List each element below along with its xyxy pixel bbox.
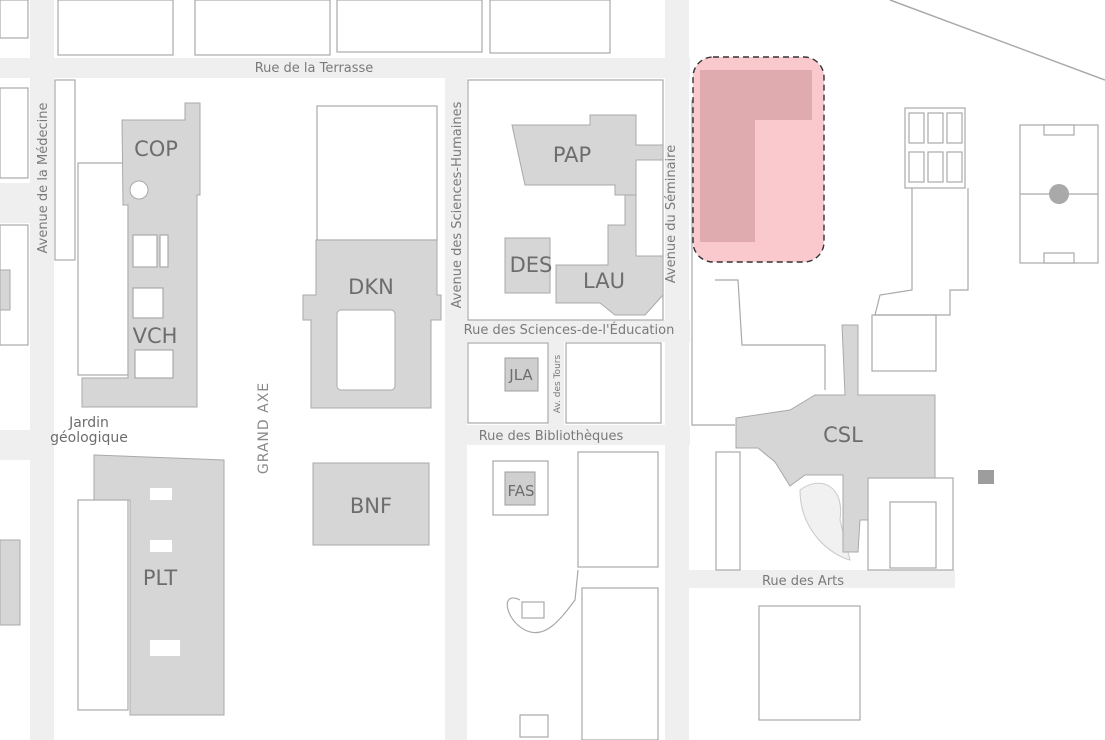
block [489,0,611,54]
block [871,314,937,372]
block [316,105,438,241]
outline-complex [874,188,969,316]
label-jla: JLA [508,366,533,384]
road-avenue-du-seminaire [665,0,689,740]
street-labels: Rue de la Terrasse Avenue de la Médecine… [36,61,844,589]
field-goal-top [1043,124,1075,136]
block [77,162,129,376]
building-labels: COP VCH DKN PAP DES LAU JLA FAS CSL BNF … [133,137,864,590]
block [581,587,659,740]
label-fas: FAS [507,482,534,500]
block [519,714,549,738]
highlighted-zone[interactable] [692,56,825,263]
place-labels: Jardin géologique GRAND AXE [50,382,272,474]
field-goal-bottom [1043,252,1075,264]
building-bnf[interactable] [312,462,430,546]
outline-path [691,100,735,426]
block [0,87,29,179]
court [908,151,925,183]
courtyard [132,287,164,319]
courtyard [134,349,174,379]
label-csl: CSL [823,423,863,447]
block [758,605,861,721]
building-des[interactable] [504,237,551,294]
label-grand-axe: GRAND AXE [256,382,272,474]
court [908,112,925,144]
block [577,451,659,568]
selected-area-building [700,70,812,242]
block [889,501,937,569]
block [194,0,331,56]
dkn-courtyard [336,309,396,391]
buildings[interactable] [0,102,994,716]
small-structure [978,470,994,484]
label-avenue-de-la-medecine: Avenue de la Médecine [36,103,51,254]
building-jla[interactable] [504,357,539,392]
label-pap: PAP [553,143,591,167]
circle-feature [129,180,149,200]
courtyard [132,234,158,268]
label-plt: PLT [143,566,177,590]
label-rue-de-la-terrasse: Rue de la Terrasse [255,61,374,76]
building-plt[interactable] [93,454,225,716]
building-fas[interactable] [504,471,536,506]
road-rue-de-la-terrasse [0,58,690,78]
road-west-stub [0,183,30,223]
court [927,112,944,144]
label-dkn: DKN [348,275,394,299]
building-west-edge [0,269,11,311]
block [77,499,129,711]
road-diagonal [889,0,1105,81]
label-avenue-des-sciences-humaines: Avenue des Sciences-Humaines [450,101,465,308]
building-csl[interactable] [735,324,936,553]
field-center-circle [1049,184,1069,204]
label-bnf: BNF [350,494,392,518]
plt-window [150,640,180,656]
court [946,112,963,144]
road-rue-des-sciences-de-l-education [445,320,690,342]
courtyard [159,234,169,268]
road-rue-des-arts [680,570,955,588]
block [0,0,29,39]
label-vch: VCH [133,324,178,348]
label-rue-des-bibliotheques: Rue des Bibliothèques [479,429,624,444]
building-west-edge [0,539,21,626]
label-cop: COP [134,137,178,161]
plt-window [150,488,172,500]
block [336,0,483,53]
plt-window [150,540,172,552]
outline-path [506,569,579,634]
block [57,0,174,56]
label-des: DES [510,253,553,277]
court [946,151,963,183]
label-lau: LAU [583,269,625,293]
road-av-des-tours [548,342,564,427]
label-rue-des-sciences-de-l-education: Rue des Sciences-de-l'Éducation [464,322,675,338]
label-jardin: Jardin [68,415,109,431]
road-rue-des-bibliotheques [445,425,690,445]
road-west-stub-2 [0,430,30,460]
block [54,79,76,261]
block [715,451,741,571]
label-rue-des-arts: Rue des Arts [762,574,844,589]
label-av-des-tours: Av. des Tours [553,355,563,414]
road-avenue-de-la-medecine [30,0,54,740]
court [927,151,944,183]
block [565,342,662,424]
label-avenue-du-seminaire: Avenue du Séminaire [664,145,679,283]
road-avenue-des-sciences-humaines [445,75,467,740]
outline-path [715,279,826,390]
building-lau[interactable] [555,194,664,316]
block [521,601,545,619]
building-pap[interactable] [511,114,664,196]
label-geologique: géologique [50,430,128,446]
